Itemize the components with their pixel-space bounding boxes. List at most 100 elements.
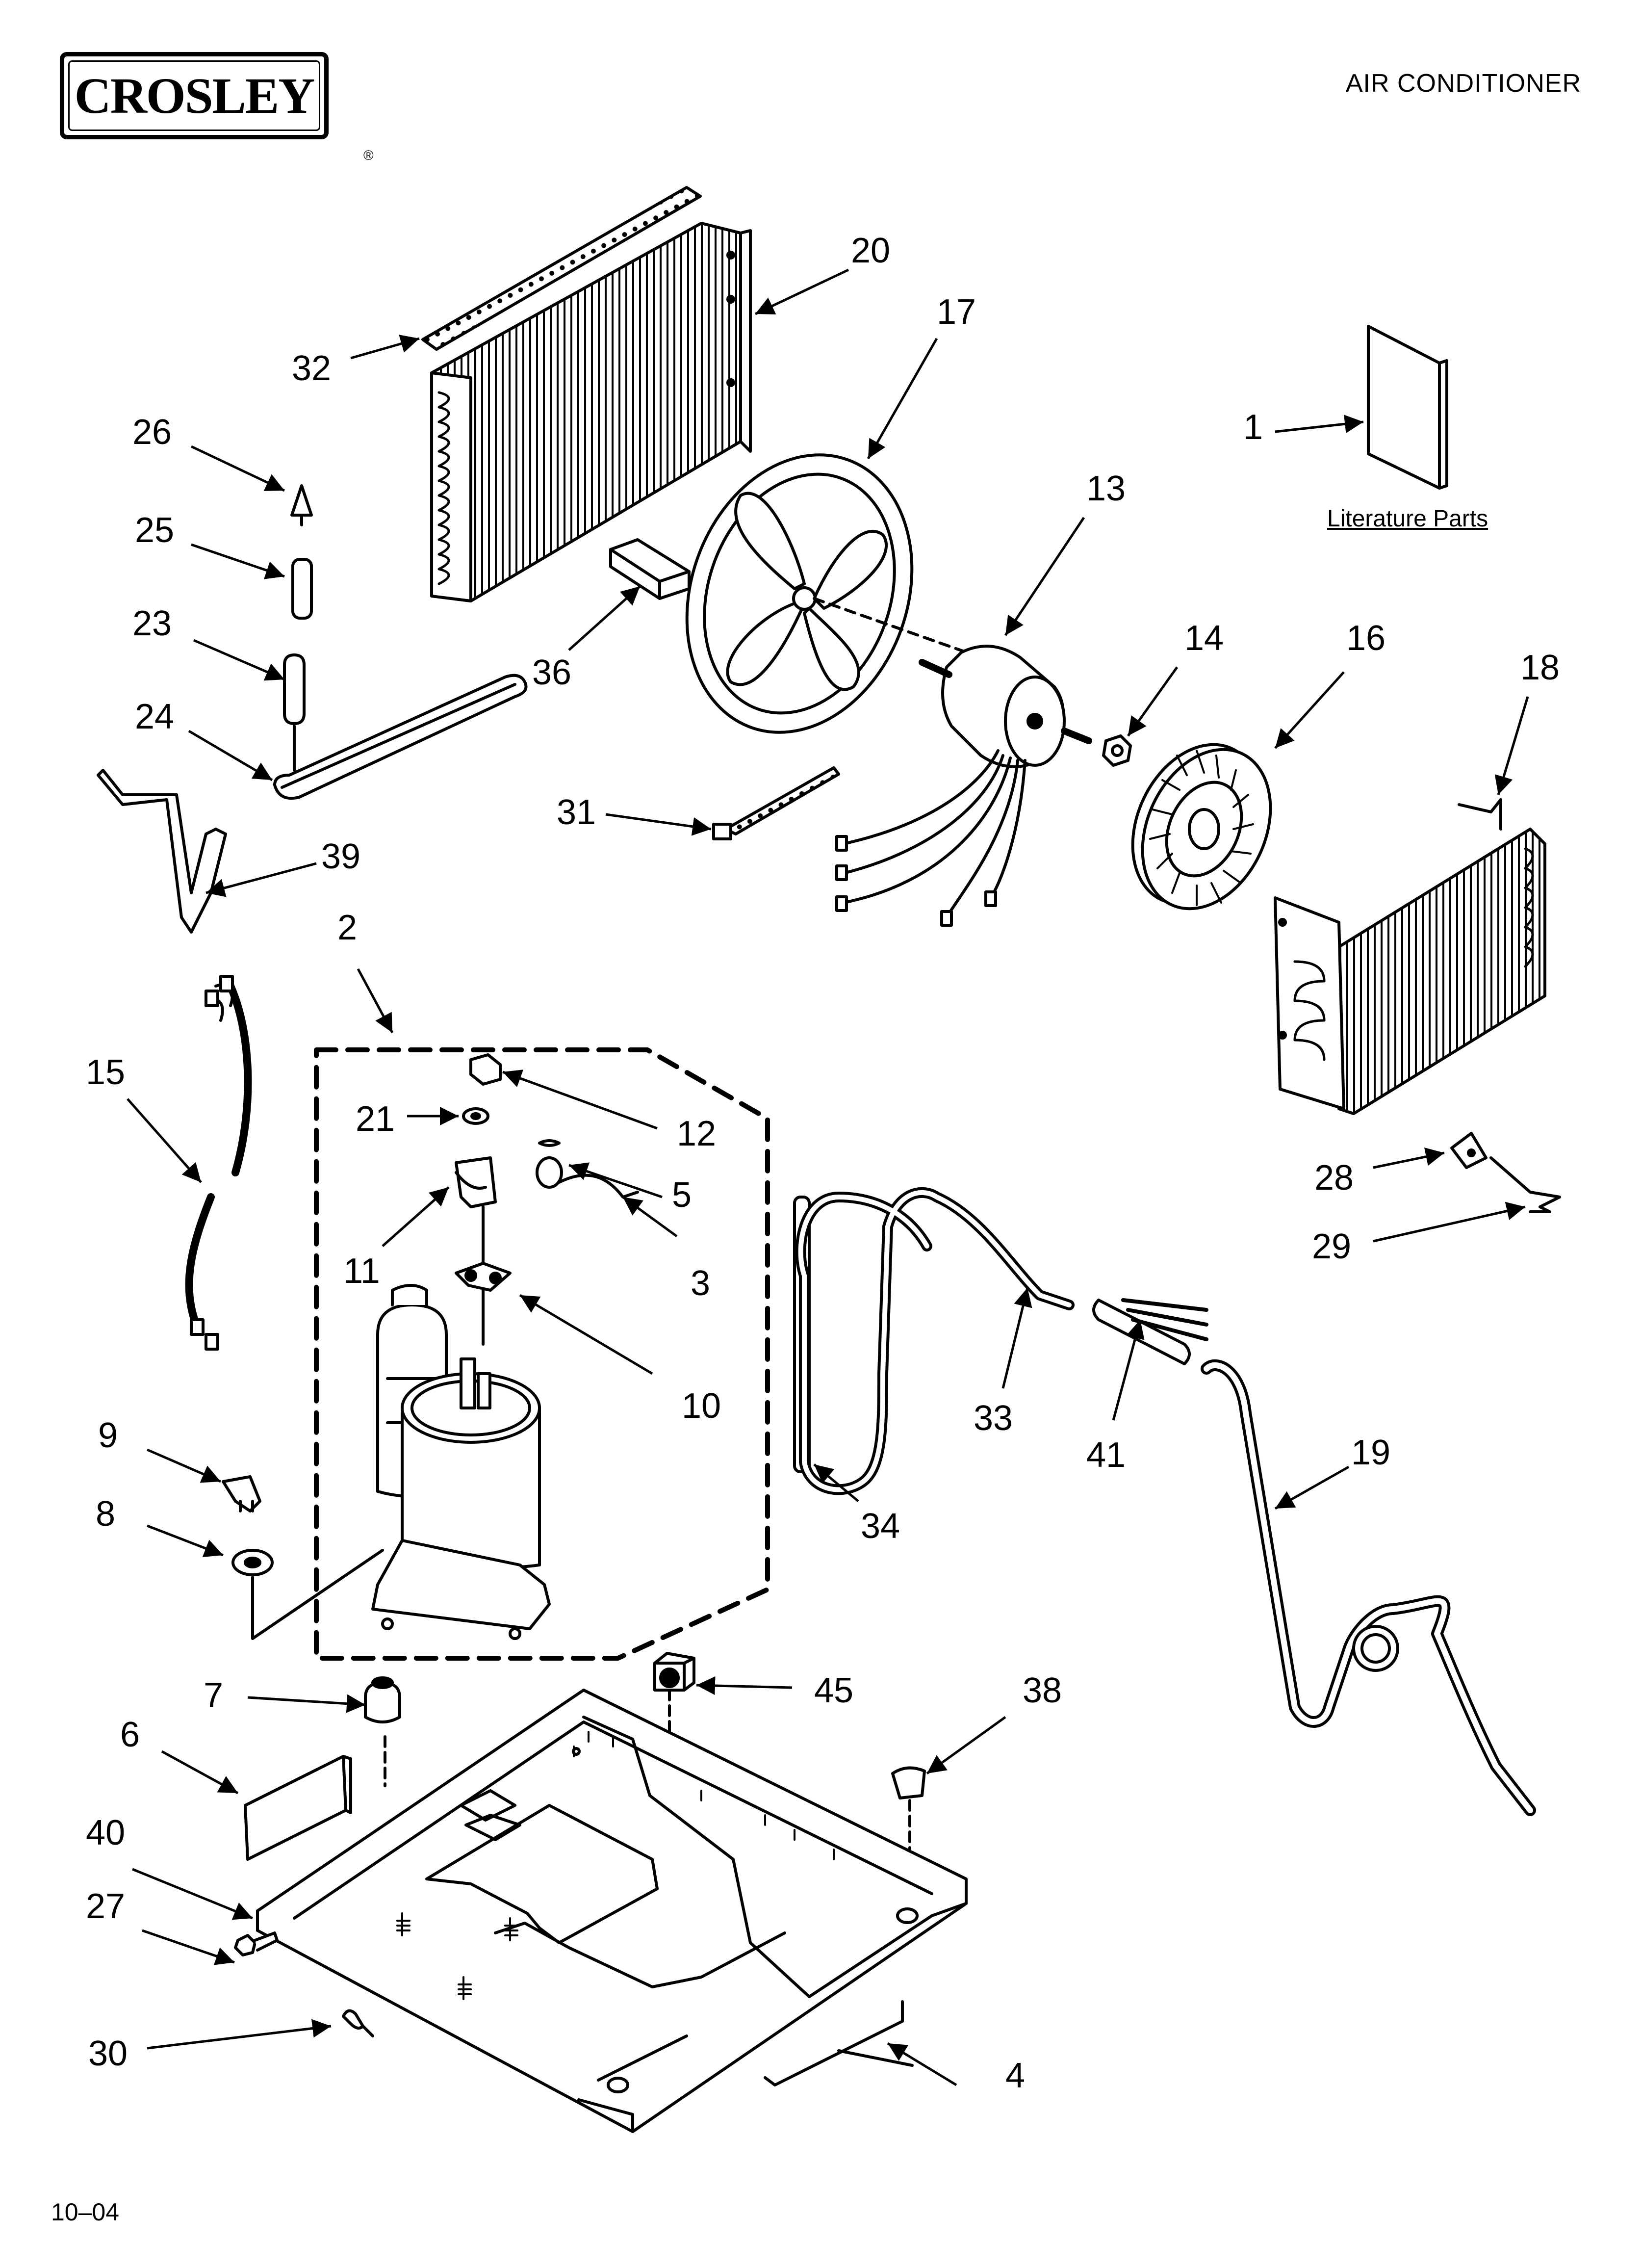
compressor-assembly-outline: [314, 1047, 770, 1661]
suction-line: [795, 1187, 1075, 1495]
callout-26: 26: [132, 413, 172, 452]
leader-24: [188, 730, 273, 782]
callout-32: 32: [292, 349, 332, 388]
leader-2: [357, 968, 394, 1034]
leader-27: [142, 1929, 235, 1965]
top-seal-strip: [421, 186, 702, 351]
compressor-grommet: [364, 1676, 401, 1787]
leader-45: [696, 1676, 793, 1695]
leader-15: [127, 1098, 202, 1183]
callout-23: 23: [132, 604, 172, 643]
callout-2: 2: [337, 908, 358, 947]
callout-24: 24: [135, 697, 175, 736]
screw: [234, 1931, 279, 1956]
leader-40: [132, 1868, 253, 1920]
leader-33: [1001, 1287, 1032, 1389]
leader-23: [193, 639, 285, 681]
leader-28: [1373, 1147, 1445, 1169]
callout-17: 17: [937, 292, 976, 332]
leader-18: [1494, 696, 1529, 795]
leader-3: [622, 1196, 678, 1238]
wire-bracket: [97, 769, 227, 934]
leader-6: [161, 1750, 239, 1795]
condenser-coil: [430, 222, 752, 602]
callout-6: 6: [120, 1715, 140, 1754]
capillary-tube-assembly: [273, 484, 528, 800]
compressor: [371, 1284, 551, 1640]
clip-and-screw: [1450, 1132, 1561, 1213]
leader-5: [568, 1162, 663, 1199]
leader-25: [191, 543, 285, 579]
leader-7: [247, 1694, 366, 1713]
leader-17: [867, 338, 938, 460]
callout-40: 40: [86, 1813, 126, 1852]
leader-13: [1004, 517, 1085, 636]
leader-39: [205, 862, 317, 897]
callout-10: 10: [682, 1386, 721, 1426]
leader-10: [519, 1294, 653, 1375]
callout-7: 7: [204, 1676, 224, 1715]
callout-41: 41: [1086, 1435, 1126, 1475]
callout-20: 20: [851, 231, 891, 270]
cable-tie: [712, 766, 840, 840]
leader-16: [1274, 671, 1345, 749]
callout-38: 38: [1023, 1671, 1062, 1710]
leader-11: [382, 1186, 450, 1247]
callout-19: 19: [1351, 1433, 1391, 1472]
leader-34: [813, 1463, 859, 1502]
callout-1: 1: [1243, 408, 1263, 447]
callout-34: 34: [861, 1507, 900, 1546]
callout-9: 9: [98, 1416, 118, 1455]
leader-36: [568, 585, 641, 651]
wire-clip: [342, 2009, 374, 2037]
blower-wheel: [1131, 743, 1272, 911]
callout-18: 18: [1520, 648, 1560, 687]
nut: [1102, 734, 1132, 767]
callout-5: 5: [672, 1175, 692, 1215]
base-pan: [256, 1689, 968, 2133]
foam-block: [244, 1755, 352, 1861]
leader-31: [605, 813, 712, 836]
callout-4: 4: [1005, 2056, 1026, 2095]
callout-25: 25: [135, 511, 175, 550]
leader-12: [502, 1069, 658, 1130]
terminal-hardware: [455, 1053, 639, 1346]
callout-11: 11: [343, 1251, 380, 1291]
page-title: AIR CONDITIONER: [1345, 69, 1581, 98]
callout-36: 36: [532, 653, 572, 692]
leader-20: [754, 268, 849, 315]
callout-33: 33: [974, 1399, 1013, 1438]
leader-32: [350, 335, 420, 360]
callout-8: 8: [96, 1494, 116, 1534]
callout-3: 3: [691, 1264, 711, 1303]
logo-inner-border: [68, 60, 320, 131]
leader-41: [1112, 1319, 1145, 1421]
revision-code: 10–04: [51, 2198, 120, 2226]
leader-26: [190, 445, 285, 492]
callout-27: 27: [86, 1887, 126, 1926]
discharge-tube: [1201, 1359, 1536, 1816]
registered-mark: ®: [363, 148, 374, 163]
callout-30: 30: [88, 2034, 128, 2073]
leader-14: [1127, 666, 1179, 737]
grommet: [231, 1549, 384, 1640]
leader-19: [1274, 1465, 1350, 1510]
callout-13: 13: [1086, 469, 1126, 508]
evaporator-coil: [1274, 798, 1546, 1115]
callout-39: 39: [321, 837, 361, 876]
callout-29: 29: [1312, 1227, 1352, 1266]
callout-31: 31: [557, 793, 596, 832]
logo-text: CROSLEY: [74, 67, 315, 124]
leader-lines: [127, 268, 1529, 2086]
literature-parts-label: Literature Parts: [1327, 506, 1488, 532]
literature-booklet: [1367, 325, 1448, 490]
leader-38: [926, 1716, 1006, 1775]
coil-bracket: [609, 538, 691, 600]
callout-15: 15: [86, 1053, 126, 1092]
leader-1: [1275, 415, 1364, 434]
crosley-logo: CROSLEY ®: [60, 52, 374, 163]
callout-14: 14: [1184, 619, 1224, 658]
leader-30: [147, 2019, 332, 2050]
